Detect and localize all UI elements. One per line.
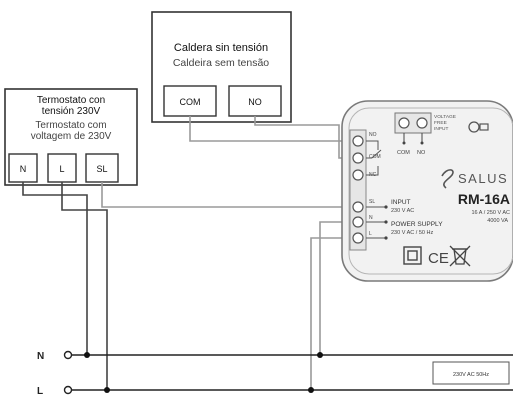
thermostat-supply-wires [22,182,108,390]
wire-thermostat-sl [101,182,357,208]
device-body [341,100,513,282]
rating-2: 4000 VA [487,218,508,224]
mains-l-terminal [63,385,73,395]
terminal-label-l: L [369,231,372,237]
boiler-title-pt: Caldeira sem tensão [173,57,269,69]
screw-n [352,216,364,228]
supply-label: 230V AC 50Hz [453,372,489,378]
thermostat-title-pt-2: voltagem de 230V [31,131,112,142]
vf-text-1: VOLTAGE [434,114,456,120]
mains-n-label: N [37,351,44,362]
screw-no [352,135,364,147]
junction-n-thermostat [84,352,90,358]
ce-mark: CE [428,250,449,267]
brand-name: SALUS [458,171,508,186]
junction-n-device [317,352,323,358]
thermostat-title-es-2: tensión 230V [42,106,101,117]
thermostat-terminal-n-label: N [20,164,27,174]
thermostat-terminal-l [47,153,77,183]
vf-text-3: INPUT [434,126,448,132]
screw-nc [352,169,364,181]
vf-label-com: COM [397,150,410,156]
input-dot [384,205,388,209]
rating-1: 16 A / 250 V AC [471,210,510,216]
power-supply-voltage: 230 V AC / 50 Hz [391,230,433,236]
junction-l-device [308,387,314,393]
vf-text-2: FREE [434,120,447,126]
device-terminal-screws [352,135,364,244]
screw-sl [352,201,364,213]
weee-bin-icon [449,245,471,267]
terminal-label-n: N [369,215,373,221]
power-supply-label: POWER SUPPLY [391,221,443,228]
mains-n-terminal [63,350,73,360]
junction-l-thermostat [104,387,110,393]
relay-symbol [366,140,386,239]
thermostat-title-pt-1: Termostato com [35,120,106,131]
wire-thermostat-n [22,182,88,355]
salus-logo-icon [441,169,454,189]
screw-l [352,232,364,244]
vf-label-no: NO [417,150,426,156]
supply-label-box [432,361,510,385]
wires [101,116,357,390]
boiler-terminal-com-label: COM [180,97,201,107]
vf-dot-com [402,141,406,145]
power-dot-l [384,236,388,240]
mains-l-label: L [37,386,43,397]
wire-boiler-com [189,116,357,142]
vf-screw-com [398,117,410,129]
device-inner-outline [348,107,513,275]
screw-com [352,152,364,164]
terminal-label-no: NO [369,132,377,138]
model-name: RM-16A [458,191,510,207]
thermostat-terminal-l-label: L [59,164,64,174]
key-icon [468,121,489,133]
thermostat-title-es-1: Termostato con [37,95,105,106]
vf-screw-no [416,117,428,129]
boiler-title-es: Caldera sin tensión [174,42,268,54]
input-label: INPUT [391,199,411,206]
terminal-label-sl: SL [369,199,375,205]
input-voltage: 230 V AC [391,208,414,214]
power-dot-n [384,220,388,224]
double-insulation-icon [403,246,422,265]
thermostat-terminal-sl-label: SL [96,164,107,174]
vf-leads [403,133,423,142]
boiler-terminal-no-label: NO [248,97,262,107]
terminal-label-com: COM [369,154,381,160]
wire-thermostat-l [61,182,108,390]
vf-dot-no [420,141,424,145]
device-terminal-strip [349,129,367,251]
